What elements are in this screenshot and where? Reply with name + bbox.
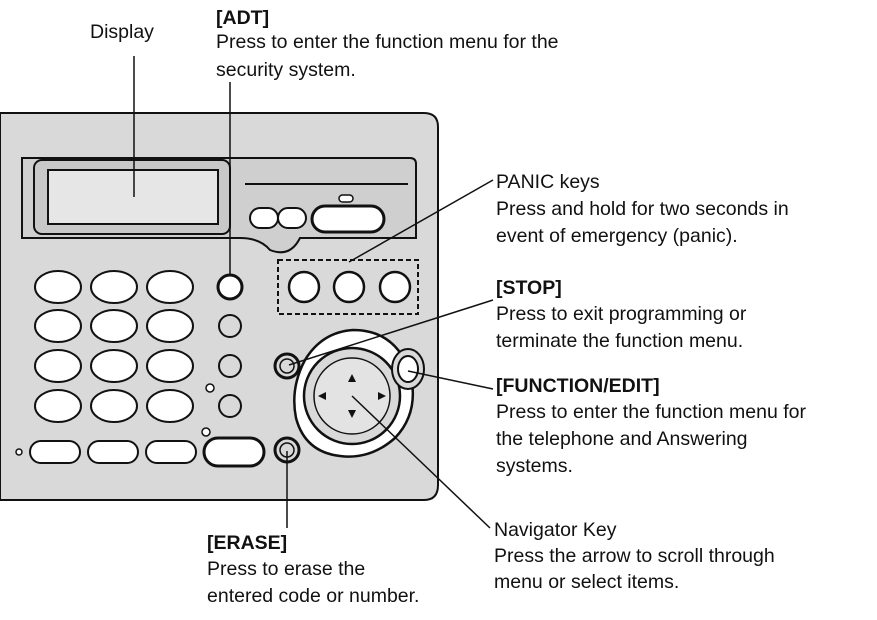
keypad-key[interactable] [146, 309, 194, 343]
keypad-key[interactable] [90, 389, 138, 423]
keypad-key[interactable] [34, 349, 82, 383]
panic-key-2[interactable] [332, 270, 366, 304]
leader-stop [288, 299, 494, 366]
keypad-key[interactable] [34, 389, 82, 423]
stop-label: [STOP] Press to exit programming or term… [496, 276, 746, 353]
mid-button-2[interactable] [218, 354, 242, 378]
function-edit-line-3: systems. [496, 455, 573, 477]
bottom-button-3[interactable] [145, 440, 197, 464]
erase-label: [ERASE] Press to erase the entered code … [207, 531, 419, 608]
navigator-line-1: Press the arrow to scroll through [494, 545, 775, 567]
mid-button-1[interactable] [218, 314, 242, 338]
keypad-key[interactable] [146, 270, 194, 304]
arrow-up-icon[interactable] [348, 374, 356, 382]
adt-line-2: security system. [216, 59, 356, 81]
adt-button[interactable] [216, 273, 244, 301]
function-edit-label: [FUNCTION/EDIT] Press to enter the funct… [496, 374, 806, 478]
stop-button-inner [279, 358, 295, 374]
panic-keys-outline [277, 259, 419, 315]
panic-line-2: event of emergency (panic). [496, 225, 738, 247]
stop-line-1: Press to exit programming or [496, 303, 747, 325]
arrow-right-icon[interactable] [378, 392, 386, 400]
arrow-down-icon[interactable] [348, 410, 356, 418]
panic-key-1[interactable] [287, 270, 321, 304]
function-edit-line-2: the telephone and Answering [496, 428, 748, 450]
navigator-line-2: menu or select items. [494, 571, 680, 593]
keypad [34, 270, 194, 423]
small-dot-1 [205, 383, 215, 393]
keypad-key[interactable] [90, 309, 138, 343]
arrow-left-icon[interactable] [318, 392, 326, 400]
adt-line-1: Press to enter the function menu for the [216, 31, 559, 53]
navigator-label: Navigator Key Press the arrow to scroll … [494, 518, 775, 594]
mid-button-3[interactable] [218, 394, 242, 418]
leader-navigator [351, 395, 491, 529]
keypad-key[interactable] [90, 349, 138, 383]
erase-line-1: Press to erase the [207, 558, 366, 580]
bottom-button-2[interactable] [87, 440, 139, 464]
keypad-key[interactable] [146, 349, 194, 383]
small-button-2[interactable] [277, 207, 307, 229]
function-edit-title: [FUNCTION/EDIT] [496, 375, 660, 397]
bottom-button-1[interactable] [29, 440, 81, 464]
leader-function-edit [407, 370, 494, 390]
panic-title: PANIC keys [496, 171, 600, 193]
leader-lines [133, 56, 494, 529]
small-dot-2 [201, 427, 211, 437]
stop-button[interactable] [273, 352, 301, 380]
keypad-key[interactable] [146, 389, 194, 423]
function-edit-button[interactable] [397, 355, 419, 383]
display-screen [47, 169, 219, 225]
stop-line-2: terminate the function menu. [496, 330, 744, 352]
keypad-key[interactable] [34, 309, 82, 343]
led-indicator [338, 194, 354, 203]
keypad-key[interactable] [90, 270, 138, 304]
erase-line-2: entered code or number. [207, 585, 420, 607]
adt-title: [ADT] [216, 7, 270, 29]
leader-panic [348, 179, 494, 263]
panic-key-3[interactable] [378, 270, 412, 304]
erase-title: [ERASE] [207, 532, 288, 554]
bottom-large-button[interactable] [202, 436, 266, 468]
panic-label: PANIC keys Press and hold for two second… [496, 170, 789, 248]
adt-label: [ADT] Press to enter the function menu f… [216, 6, 559, 82]
display-label: Display [90, 21, 154, 43]
mic-hole [15, 448, 23, 456]
panic-line-1: Press and hold for two seconds in [496, 198, 789, 220]
navigator-title: Navigator Key [494, 519, 617, 541]
small-button-1[interactable] [249, 207, 279, 229]
function-edit-line-1: Press to enter the function menu for [496, 401, 807, 423]
keypad-key[interactable] [34, 270, 82, 304]
stop-title: [STOP] [496, 277, 562, 299]
large-oval-button[interactable] [310, 204, 386, 234]
